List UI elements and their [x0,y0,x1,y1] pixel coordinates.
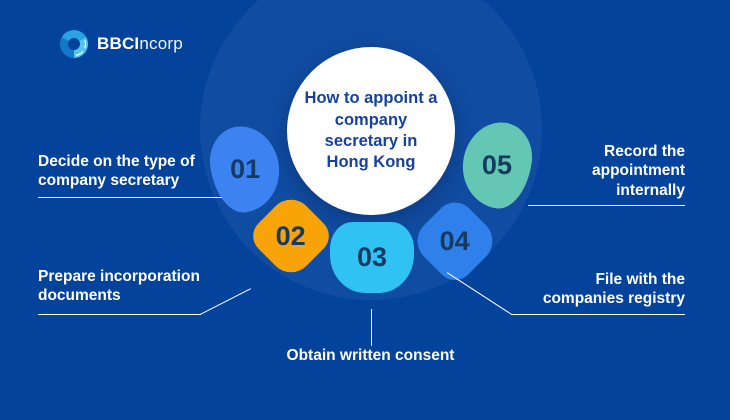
step-04-connector-line [512,314,685,316]
step-05-connector-line [528,205,685,207]
step-01-connector-line [38,197,222,199]
step-04-label: File with the companies registry [542,271,685,308]
step-04-number: 04 [439,225,471,256]
infographic-title: How to appoint a company secretary in Ho… [304,89,438,172]
step-01-label: Decide on the type of company secretary [38,153,195,190]
step-03-connector-line [371,309,373,346]
step-03-blob: 03 [330,222,414,293]
step-02-label: Prepare incorporation documents [38,268,200,305]
swirl-logo-icon [60,30,89,58]
step-03-label: Obtain written consent [286,347,455,364]
step-05-label: Record the appointment internally [592,143,685,199]
step-05-number: 05 [481,149,513,180]
step-02-connector-diagonal [199,288,252,316]
center-title-circle: How to appoint a company secretary in Ho… [287,47,455,215]
brand-logo-text: BBCIncorp [97,34,183,54]
brand-name-light: ncorp [139,34,183,53]
brand-logo: BBCIncorp [58,28,183,60]
step-01-number: 01 [229,153,261,184]
step-02-number: 02 [275,220,307,251]
brand-name-bold: BBCI [97,34,140,53]
step-03-number: 03 [356,242,388,272]
step-02-connector-line [38,314,201,316]
